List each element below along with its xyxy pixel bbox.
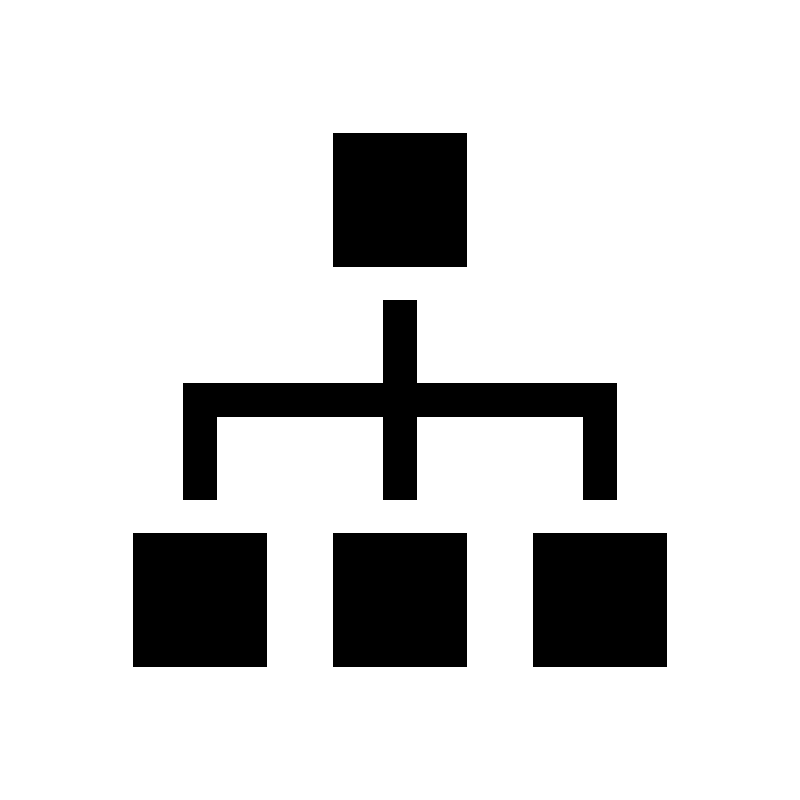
bottom-node-right (533, 533, 667, 667)
horizontal-bar (183, 383, 617, 417)
top-node (333, 133, 467, 267)
bottom-node-center (333, 533, 467, 667)
bottom-node-left (133, 533, 267, 667)
left-drop (183, 383, 217, 500)
right-drop (583, 383, 617, 500)
